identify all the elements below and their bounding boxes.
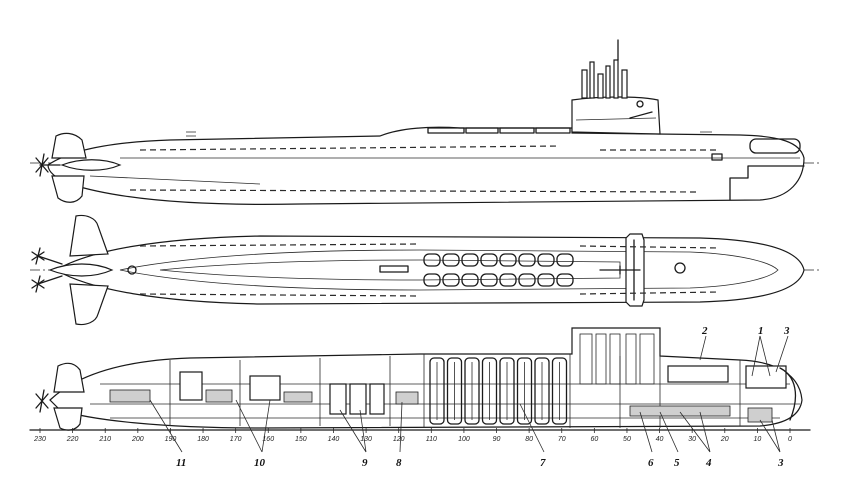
scale-mark-label: 160 xyxy=(262,436,274,443)
callout-3-bottom: 3 xyxy=(777,457,784,469)
side-upper-rudder xyxy=(51,132,87,159)
top-hull-outline xyxy=(54,235,805,305)
cutaway-missile-silo xyxy=(534,357,550,425)
side-masts xyxy=(581,39,628,99)
callout-5: 5 xyxy=(674,457,680,469)
callout-labels: 1 2 3 3 4 5 6 7 8 9 10 11 xyxy=(176,325,790,469)
scale-mark-label: 190 xyxy=(165,436,177,443)
scale-mark-label: 230 xyxy=(33,436,46,443)
plan-missile-tube xyxy=(461,273,479,287)
plan-missile-tube xyxy=(442,253,460,267)
plan-missile-tube xyxy=(423,253,441,267)
scale-mark-label: 130 xyxy=(360,436,372,443)
scale-mark-label: 50 xyxy=(623,436,631,443)
top-lower-stabilizer xyxy=(69,283,109,326)
scale-mark-label: 10 xyxy=(753,436,761,443)
cutaway-missile-silo xyxy=(429,357,445,425)
cutaway-missile-silo xyxy=(464,357,480,425)
side-missile-deck xyxy=(427,127,571,134)
callout-9: 9 xyxy=(362,457,368,469)
scale-mark-label: 40 xyxy=(656,436,664,443)
side-sail xyxy=(571,96,661,135)
cutaway-missile-silo xyxy=(481,357,498,425)
plan-missile-tube xyxy=(423,273,441,287)
plan-missile-tube xyxy=(518,273,536,287)
cutaway-missile-silo xyxy=(499,357,515,425)
plan-missile-tube xyxy=(480,273,498,287)
callout-3-top: 3 xyxy=(783,325,790,337)
cutaway-machinery xyxy=(109,365,787,423)
scale-mark-label: 70 xyxy=(558,436,566,443)
cutaway-missile-silo xyxy=(446,357,463,425)
cutaway-missile-silos xyxy=(429,357,568,425)
top-plan-view xyxy=(30,214,820,326)
callout-11: 11 xyxy=(176,457,186,469)
scale-mark-label: 0 xyxy=(788,436,792,443)
top-upper-stabilizer xyxy=(69,214,109,257)
scale-mark-label: 180 xyxy=(197,436,209,443)
plan-missile-tube xyxy=(499,273,517,287)
scale-mark-label: 150 xyxy=(295,436,307,443)
scale-mark-label: 220 xyxy=(66,436,79,443)
plan-missile-tube xyxy=(442,273,460,287)
top-missile-tubes xyxy=(423,253,574,287)
plan-missile-tube xyxy=(556,273,574,287)
plan-missile-tube xyxy=(499,253,517,267)
scale-mark-label: 90 xyxy=(493,436,501,443)
plan-missile-tube xyxy=(461,253,479,267)
scale-mark-label: 200 xyxy=(131,436,144,443)
callout-1: 1 xyxy=(758,325,764,337)
scale-mark-label: 80 xyxy=(525,436,533,443)
plan-missile-tube xyxy=(556,253,574,267)
plan-missile-tube xyxy=(518,253,536,267)
side-elevation-view xyxy=(30,39,820,205)
scale-mark-label: 110 xyxy=(426,436,437,443)
side-lower-rudder xyxy=(51,175,85,203)
plan-missile-tube xyxy=(537,273,555,287)
scale-mark-label: 170 xyxy=(230,436,242,443)
callout-2: 2 xyxy=(701,325,708,337)
scale-mark-label: 120 xyxy=(393,436,405,443)
scale-mark-label: 60 xyxy=(590,436,598,443)
scale-mark-label: 140 xyxy=(328,436,340,443)
scale-mark-label: 100 xyxy=(458,436,470,443)
callout-8: 8 xyxy=(396,457,402,469)
callout-7: 7 xyxy=(540,457,546,469)
plan-missile-tube xyxy=(537,253,555,267)
cutaway-missile-silo xyxy=(551,357,568,425)
callout-6: 6 xyxy=(648,457,654,469)
cutaway-hull-outline xyxy=(49,327,803,429)
callout-leaders xyxy=(149,335,789,453)
scale-mark-label: 210 xyxy=(98,436,111,443)
plan-missile-tube xyxy=(480,253,498,267)
cutaway-missile-silo xyxy=(516,357,533,425)
scale-mark-label: 20 xyxy=(720,436,729,443)
callout-4: 4 xyxy=(705,457,712,469)
callout-10: 10 xyxy=(254,457,266,469)
scale-mark-label: 30 xyxy=(688,436,696,443)
side-hull-outline xyxy=(47,126,805,205)
